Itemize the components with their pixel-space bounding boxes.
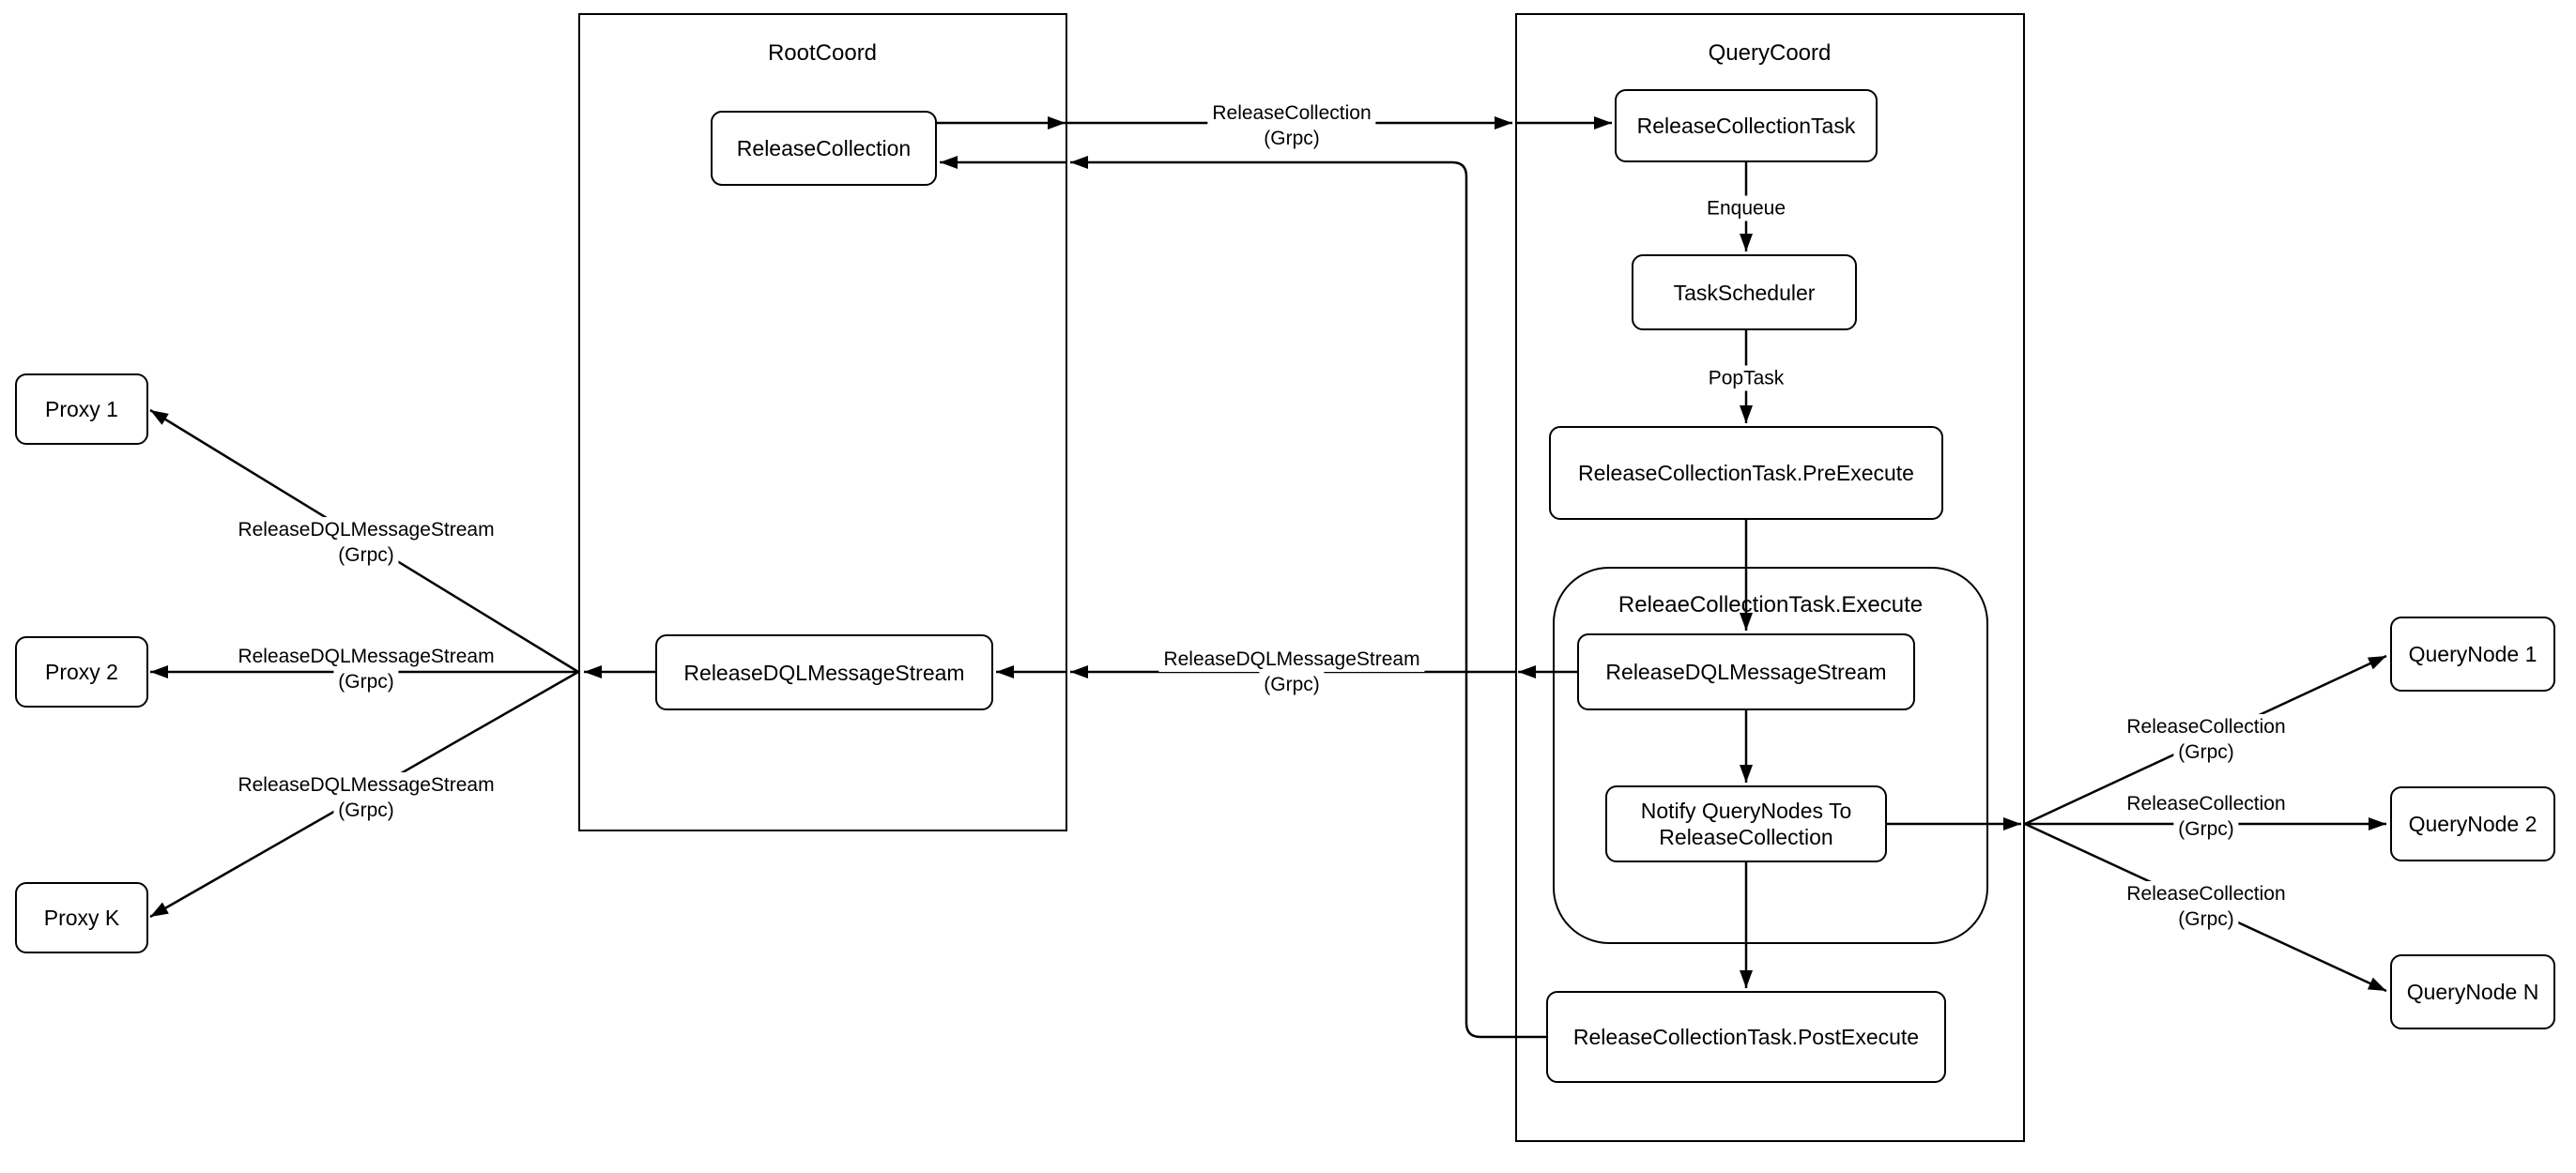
node-label: TaskScheduler bbox=[1673, 280, 1816, 305]
edge-label-querynode2-grpc: ReleaseCollection (Grpc) bbox=[2122, 791, 2291, 842]
node-querynode1: QueryNode 1 bbox=[2390, 617, 2555, 692]
node-label: Proxy K bbox=[43, 906, 120, 930]
node-taskscheduler: TaskScheduler bbox=[1632, 254, 1857, 330]
node-label: Proxy 1 bbox=[45, 397, 118, 421]
node-label-line2: ReleaseCollection bbox=[1659, 825, 1833, 849]
node-preexecute: ReleaseCollectionTask.PreExecute bbox=[1549, 426, 1943, 520]
node-querynode2: QueryNode 2 bbox=[2390, 786, 2555, 861]
edge-label-proxy1-grpc: ReleaseDQLMessageStream (Grpc) bbox=[233, 517, 499, 568]
edge-label-querynoden-grpc: ReleaseCollection (Grpc) bbox=[2122, 881, 2291, 932]
execute-group-title: ReleaeCollectionTask.Execute bbox=[1618, 592, 1924, 617]
node-label: ReleaseCollection bbox=[736, 136, 912, 160]
edge-label-proxyk-grpc: ReleaseDQLMessageStream (Grpc) bbox=[233, 772, 499, 823]
node-releasecollectiontask: ReleaseCollectionTask bbox=[1615, 89, 1878, 162]
node-proxy2: Proxy 2 bbox=[15, 636, 148, 708]
node-label: ReleaseDQLMessageStream bbox=[1605, 660, 1887, 684]
node-label: QueryNode 2 bbox=[2408, 812, 2538, 836]
node-label: Proxy 2 bbox=[45, 660, 118, 684]
node-proxy1: Proxy 1 bbox=[15, 373, 148, 445]
edge-label-proxy2-grpc: ReleaseDQLMessageStream (Grpc) bbox=[233, 644, 499, 694]
node-notify-querynodes: Notify QueryNodes To ReleaseCollection bbox=[1605, 785, 1887, 862]
execute-group-container bbox=[1553, 567, 1988, 944]
node-releasecollection: ReleaseCollection bbox=[711, 111, 937, 186]
querycoord-container bbox=[1515, 13, 2025, 1142]
node-proxyk: Proxy K bbox=[15, 882, 148, 953]
node-postexecute: ReleaseCollectionTask.PostExecute bbox=[1546, 991, 1946, 1083]
node-exec-releasedqlmessagestream: ReleaseDQLMessageStream bbox=[1577, 633, 1915, 710]
edge-label-releasecollection-grpc-top: ReleaseCollection (Grpc) bbox=[1207, 100, 1376, 151]
edge-label-enqueue: Enqueue bbox=[1701, 195, 1791, 221]
rootcoord-title: RootCoord bbox=[767, 40, 878, 66]
querycoord-title: QueryCoord bbox=[1708, 40, 1832, 66]
node-label-line1: Notify QueryNodes To bbox=[1640, 799, 1852, 823]
edge-label-releasedql-grpc-mid: ReleaseDQLMessageStream (Grpc) bbox=[1158, 647, 1425, 697]
node-querynoden: QueryNode N bbox=[2390, 954, 2555, 1029]
edge-postexecute-feedback bbox=[1070, 156, 1546, 1039]
node-label: QueryNode N bbox=[2406, 980, 2539, 1004]
edge-label-querynode1-grpc: ReleaseCollection (Grpc) bbox=[2122, 714, 2291, 765]
rootcoord-container bbox=[578, 13, 1067, 831]
node-root-releasedqlmessagestream: ReleaseDQLMessageStream bbox=[655, 634, 993, 710]
node-label: ReleaseDQLMessageStream bbox=[683, 660, 965, 685]
node-label: ReleaseCollectionTask bbox=[1636, 114, 1856, 138]
edge-label-poptask: PopTask bbox=[1703, 365, 1789, 391]
node-label: ReleaseCollectionTask.PreExecute bbox=[1578, 461, 1914, 485]
node-label: ReleaseCollectionTask.PostExecute bbox=[1572, 1025, 1920, 1049]
node-label: QueryNode 1 bbox=[2408, 642, 2538, 666]
